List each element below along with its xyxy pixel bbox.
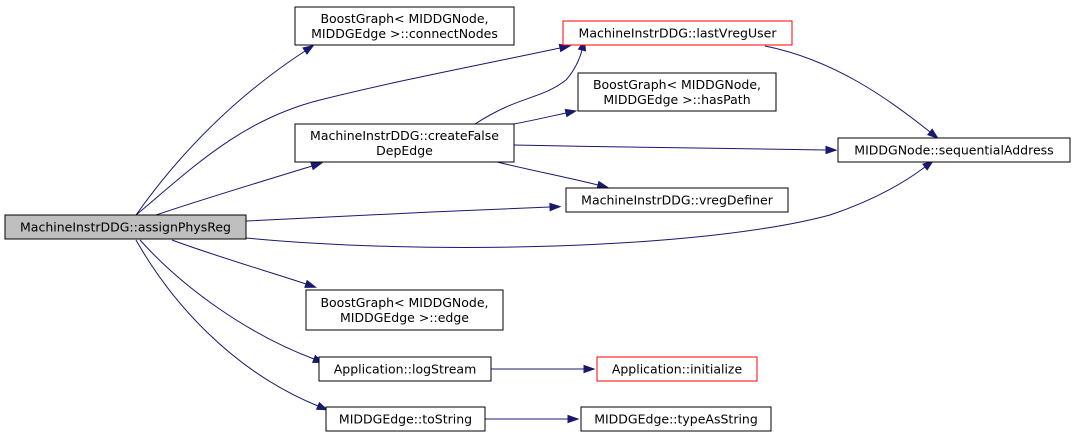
arrowhead-icon <box>567 414 580 424</box>
edge-createFalseDepEdge-to-hasPath <box>513 108 578 125</box>
arrowhead-icon <box>564 108 578 118</box>
node-label: DepEdge <box>376 143 433 158</box>
node-lastVregUser[interactable]: MachineInstrDDG::lastVregUser <box>562 20 793 46</box>
node-box[interactable] <box>305 289 504 331</box>
edge-root-to-logStream <box>139 239 325 364</box>
node-sequentialAddress[interactable]: MIDDGNode::sequentialAddress <box>837 137 1071 163</box>
node-label: BoostGraph< MIDDGNode, <box>320 11 488 26</box>
arrowhead-icon <box>558 43 572 53</box>
edge-line <box>135 50 306 216</box>
node-box[interactable] <box>325 406 486 432</box>
edge-line <box>135 239 319 407</box>
arrowhead-icon <box>922 160 935 171</box>
node-initialize[interactable]: Application::initialize <box>596 356 758 382</box>
arrowhead-icon <box>549 202 562 212</box>
node-label: MachineInstrDDG::assignPhysReg <box>20 220 231 235</box>
arrowhead-icon <box>926 128 939 140</box>
edge-line <box>764 45 931 133</box>
node-connectNodes[interactable]: BoostGraph< MIDDGNode,MIDDGEdge >::conne… <box>294 6 515 46</box>
arrowhead-icon <box>302 44 315 55</box>
node-box[interactable] <box>565 187 789 213</box>
edge-line <box>139 239 315 360</box>
edge-root-to-toString <box>135 239 329 411</box>
edge-lastVregUser-to-sequentialAddress <box>764 45 939 140</box>
edges-layer <box>135 38 939 424</box>
edge-root-to-sequentialAddress <box>245 160 935 248</box>
node-box[interactable] <box>562 20 793 46</box>
node-box[interactable] <box>294 123 515 163</box>
edge-root-to-createFalseDepEdge <box>155 162 324 216</box>
arrowhead-icon <box>310 162 324 171</box>
node-label: MachineInstrDDG::vregDefiner <box>581 193 774 208</box>
arrowhead-icon <box>596 180 610 190</box>
node-label: MachineInstrDDG::lastVregUser <box>579 26 778 41</box>
arrowhead-icon <box>583 364 596 374</box>
node-label: Application::initialize <box>612 362 743 377</box>
edge-line <box>496 161 599 186</box>
node-toString[interactable]: MIDDGEdge::toString <box>325 406 486 432</box>
node-hasPath[interactable]: BoostGraph< MIDDGNode,MIDDGEdge >::hasPa… <box>577 72 777 112</box>
edge-createFalseDepEdge-to-sequentialAddress <box>513 144 838 155</box>
edge-createFalseDepEdge-to-vregDefiner <box>496 161 610 190</box>
edge-line <box>513 112 567 125</box>
edge-root-to-edge <box>171 239 317 288</box>
node-box[interactable] <box>577 72 777 112</box>
edge-logStream-to-initialize <box>491 364 596 374</box>
node-typeAsString[interactable]: MIDDGEdge::typeAsString <box>580 406 772 432</box>
edge-line <box>245 206 551 222</box>
node-label: MIDDGEdge >::hasPath <box>603 92 750 107</box>
edge-line <box>245 166 926 248</box>
node-label: MIDDGEdge::toString <box>339 412 472 427</box>
edge-line <box>171 239 307 285</box>
nodes-layer: MachineInstrDDG::assignPhysRegBoostGraph… <box>4 6 1071 432</box>
node-logStream[interactable]: Application::logStream <box>318 356 492 382</box>
node-box[interactable] <box>4 214 247 240</box>
node-root[interactable]: MachineInstrDDG::assignPhysReg <box>4 214 247 240</box>
arrowhead-icon <box>825 145 838 155</box>
edge-toString-to-typeAsString <box>485 414 580 424</box>
node-label: MIDDGEdge::typeAsString <box>594 412 758 427</box>
node-label: Application::logStream <box>334 362 477 377</box>
node-box[interactable] <box>580 406 772 432</box>
edge-line <box>135 47 561 216</box>
edge-line <box>513 144 827 151</box>
node-label: MachineInstrDDG::createFalse <box>310 128 499 143</box>
edge-line <box>474 49 583 125</box>
node-label: MIDDGEdge >::connectNodes <box>311 26 498 41</box>
edge-root-to-vregDefiner <box>245 202 562 222</box>
node-label: BoostGraph< MIDDGNode, <box>320 295 488 310</box>
node-box[interactable] <box>596 356 758 382</box>
node-edge[interactable]: BoostGraph< MIDDGNode,MIDDGEdge >::edge <box>305 289 504 331</box>
edge-line <box>155 165 313 216</box>
edge-root-to-connectNodes <box>135 44 315 216</box>
node-box[interactable] <box>294 6 515 46</box>
node-label: BoostGraph< MIDDGNode, <box>593 77 761 92</box>
node-label: MIDDGNode::sequentialAddress <box>854 143 1053 158</box>
node-label: MIDDGEdge >::edge <box>340 310 469 325</box>
node-box[interactable] <box>318 356 492 382</box>
node-vregDefiner[interactable]: MachineInstrDDG::vregDefiner <box>565 187 789 213</box>
node-box[interactable] <box>837 137 1071 163</box>
arrowhead-icon <box>304 279 317 288</box>
arrowhead-icon <box>315 401 329 411</box>
